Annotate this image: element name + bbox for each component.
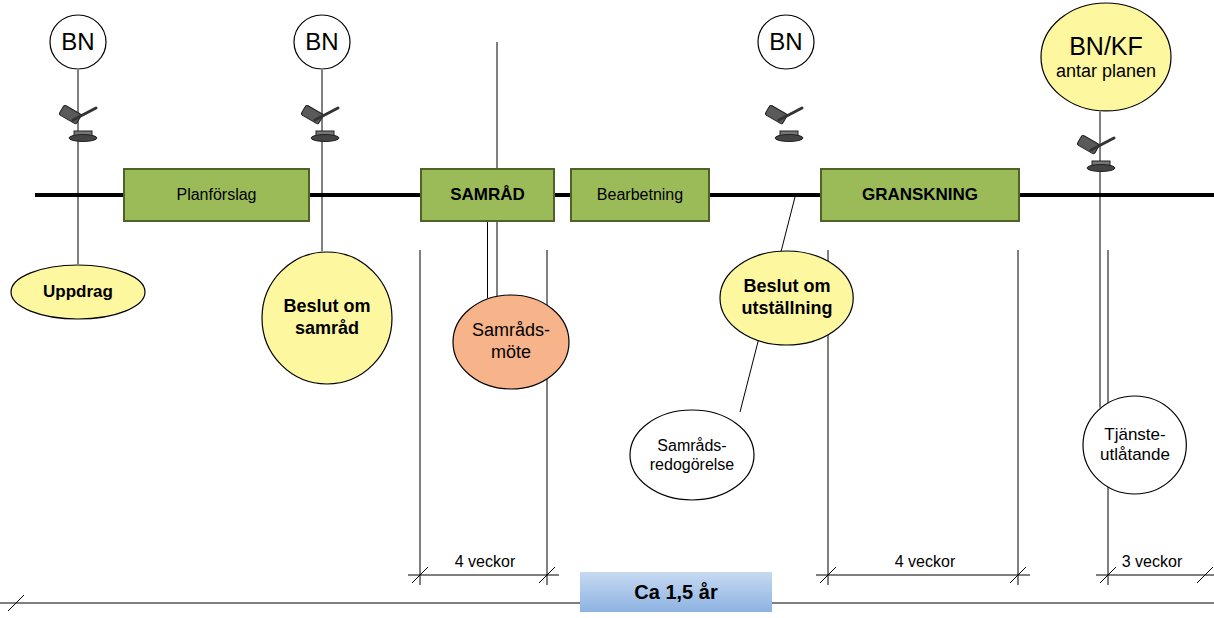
dimension-tick [8,595,24,611]
node-text: BN/KF [1069,31,1143,61]
total-duration-label: Ca 1,5 år [580,572,772,612]
dimension-tick [820,567,836,583]
gavel-icon [301,105,339,142]
node-text: antar planen [1056,61,1156,83]
duration-label: 4 veckor [893,553,957,571]
document-ellipse-outline [629,409,755,501]
node-text: BN [61,28,94,57]
gavel-icon [765,105,803,142]
decision-ellipse: Beslut om utställning [719,250,854,346]
node-text: BN [305,28,338,57]
board-circle: BN [757,14,815,70]
node-text: Beslut om utställning [731,276,843,319]
decision-ellipse-shape [11,265,145,319]
phase-box: Bearbetning [570,168,710,222]
phase-box: GRANSKNING [820,168,1020,222]
document-ellipse: Tjänste- utlåtande [1082,395,1187,495]
dimension-line [816,575,1030,576]
node-text: Beslut om samråd [279,296,375,339]
board-circle: BN [49,14,107,70]
extension-line [420,250,421,585]
node-text: Samråds- redogörelse [644,436,740,474]
extension-line [547,250,548,585]
node-text: BN [769,28,802,57]
dimension-tick [1100,567,1116,583]
node-text: Planförslag [176,185,256,204]
document-ellipse: Samråds- redogörelse [629,409,755,501]
meeting-ellipse-shape [453,295,569,389]
dimension-line [408,575,559,576]
node-text: SAMRÅD [450,185,525,205]
decision-ellipse-shape [720,251,853,345]
document-ellipse-shape [1083,396,1186,494]
duration-label: 3 veckor [1120,553,1184,571]
dimension-line [1096,575,1214,576]
decision-ellipse: Uppdrag [10,264,146,320]
dimension-tick [1197,567,1213,583]
connector-line [1100,112,1101,408]
dimension-tick [539,567,555,583]
dimension-tick [412,567,428,583]
connector-line [322,70,323,251]
decision-ellipse-shape [262,252,392,384]
node-text: Bearbetning [597,185,683,204]
extension-lines [420,197,1108,585]
gavel-icon [59,105,97,142]
decision-ellipse: Beslut om samråd [261,251,393,385]
adoption-ellipse-shape [1041,3,1171,111]
duration-label: 4 veckor [453,553,517,571]
board-circle-shape [294,15,350,69]
dimension-tick [1010,567,1026,583]
phase-box: SAMRÅD [420,168,555,222]
connector-line [487,222,488,298]
meeting-ellipse: Samråds- möte [452,294,570,390]
node-text: Uppdrag [43,282,113,302]
connector-line [78,70,79,264]
extension-line [1018,250,1019,585]
dimension-lines [0,567,1214,611]
board-circle-shape [758,15,814,69]
node-text: Tjänste- utlåtande [1093,425,1177,466]
node-text: GRANSKNING [862,185,978,205]
gavel-icon [1077,135,1115,172]
adoption-ellipse: BN/KFantar planen [1040,2,1172,112]
node-text: Samråds- möte [469,320,553,363]
phase-box: Planförslag [123,168,310,222]
board-circle-shape [50,15,106,69]
board-circle: BN [293,14,351,70]
document-ellipse-shape [630,410,754,500]
